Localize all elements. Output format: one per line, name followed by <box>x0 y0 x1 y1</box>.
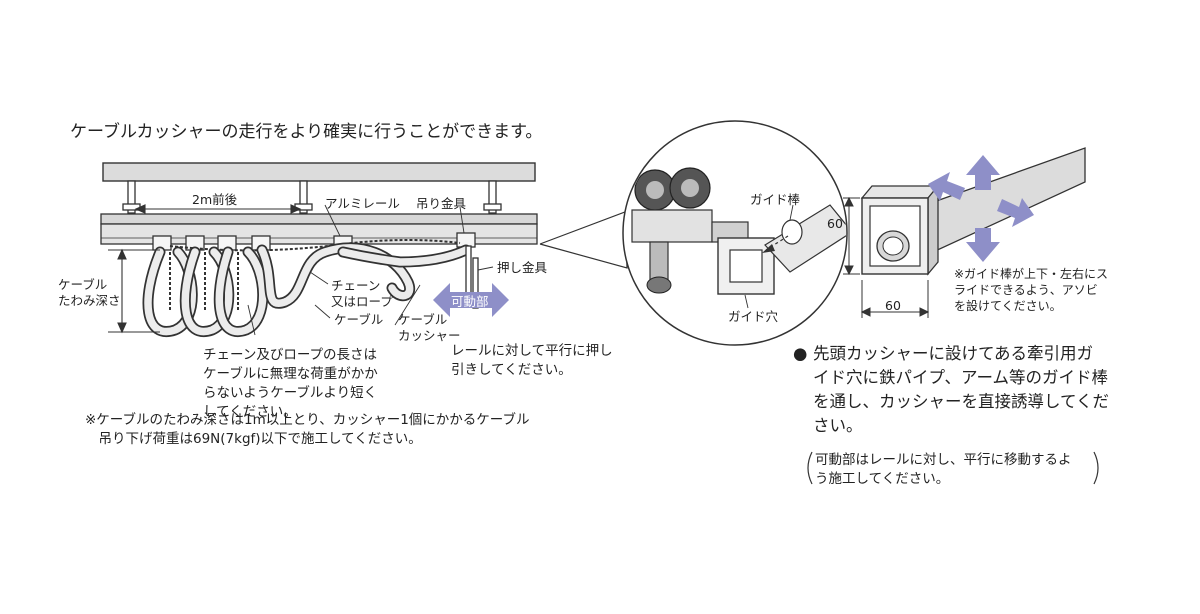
label-cable-carrier: ケーブル カッシャー <box>398 312 461 343</box>
label-hanger: 吊り金具 <box>416 196 467 211</box>
label-chain-or-rope: チェーン 又はロープ <box>331 278 393 309</box>
movable-arrow <box>433 283 509 317</box>
distance-dimension <box>134 204 302 214</box>
aluminum-rail <box>100 213 538 245</box>
headline: ケーブルカッシャーの走行をより確実に行うことができます。 <box>70 122 543 142</box>
label-sag-depth: ケーブル たわみ深さ <box>58 277 121 308</box>
label-push-bracket: 押し金具 <box>497 260 548 275</box>
note-guide-play: ※ガイド棒が上下・左右にス ライドできるよう、アソビ を設けてください。 <box>954 267 1109 313</box>
cable-loops <box>142 242 472 337</box>
tube-dimensions <box>843 196 930 318</box>
note-paren: 可動部はレールに対し、平行に移動するよ う施工してください。 <box>815 452 1072 487</box>
label-cable: ケーブル <box>334 312 384 327</box>
guide-leaders <box>744 204 794 309</box>
label-dim-width: 60 <box>885 298 901 313</box>
label-rail: アルミレール <box>325 196 400 211</box>
paren-right <box>1093 451 1099 485</box>
label-distance: 2m前後 <box>192 192 238 207</box>
sag-depth-dimension <box>108 248 160 334</box>
note-push-parallel: レールに対して平行に押し 引きしてください。 <box>451 343 613 378</box>
slide-arrows <box>928 155 1034 262</box>
label-movable-part: 可動部 <box>451 294 489 309</box>
label-guide-rod: ガイド棒 <box>750 192 801 207</box>
label-guide-hole: ガイド穴 <box>728 309 779 324</box>
paren-left <box>807 451 813 485</box>
note-chain-length: チェーン及びロープの長さは ケーブルに無理な荷重がかか らないようケーブルより短… <box>203 347 378 420</box>
bullet-mark: ● <box>793 344 808 363</box>
ceiling-beam <box>102 162 536 182</box>
note-sag-depth: ※ケーブルのたわみ深さは1m以上とり、カッシャー1個にかかるケーブル 吊り下げ荷… <box>85 412 530 447</box>
bullet-text: 先頭カッシャーに設けてある牽引用ガ イド穴に鉄パイプ、アーム等のガイド棒 を通し… <box>813 344 1110 435</box>
callout-wedge <box>539 211 628 269</box>
magnified-carrier <box>631 167 846 295</box>
ceiling-bolts <box>122 180 502 214</box>
label-dim-height: 60 <box>827 216 843 231</box>
square-guide-tube <box>860 147 1086 276</box>
leader-lines <box>247 204 494 336</box>
